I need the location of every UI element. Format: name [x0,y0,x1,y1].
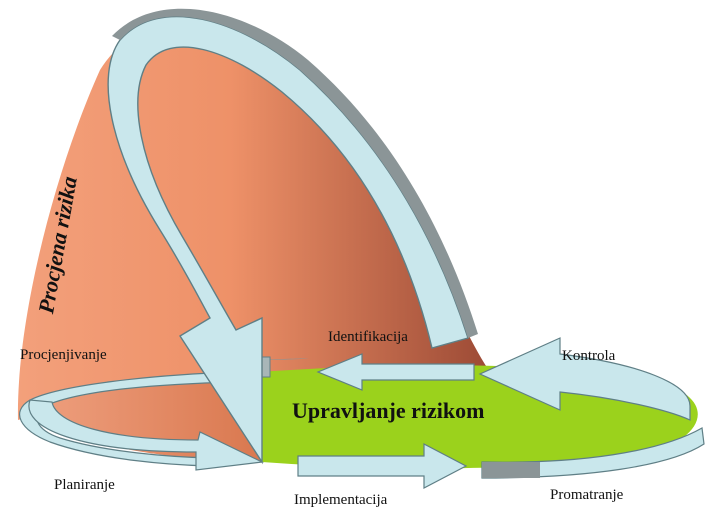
big-curved-arrow [107,15,469,465]
step-kontrola: Kontrola [562,348,616,364]
identifikacija-arrow [316,353,475,391]
kontrola-arrow [478,337,691,421]
step-identifikacija: Identifikacija [328,329,408,345]
implementacija-arrow [297,443,468,489]
step-implementacija: Implementacija [294,492,388,508]
promatranje-band-shadow [482,462,540,478]
planiranje-arrow [28,399,265,471]
step-promatranje: Promatranje [550,487,624,503]
risk-management-label: Upravljanje rizikom [292,398,485,423]
step-procjenjivanje: Procjenjivanje [20,347,107,363]
step-planiranje: Planiranje [54,477,115,493]
